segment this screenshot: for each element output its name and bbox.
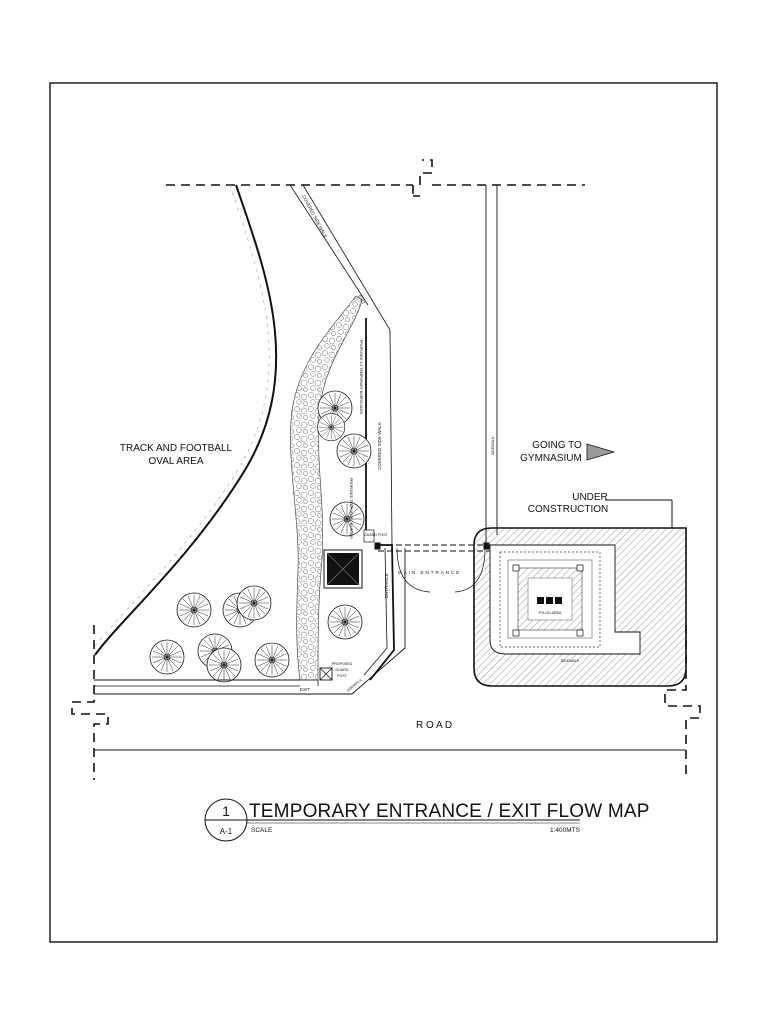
- building-under-construction: [473, 499, 687, 687]
- covered-sidewalk-right-label: COVERED SIDE WALK: [377, 422, 382, 470]
- track-area-label-2: OVAL AREA: [148, 456, 203, 467]
- sidewalk-small-label: SIDEWALK: [346, 677, 363, 692]
- gymnasium-label: GYMNASIUM: [520, 453, 582, 464]
- title-block: 1 A-1 TEMPORARY ENTRANCE / EXIT FLOW MAP…: [204, 798, 650, 842]
- building-sidewalk-label: SIDEWALK: [561, 659, 580, 663]
- tree-symbol: [176, 592, 212, 628]
- scale-value: 1:400MTS: [550, 827, 581, 834]
- track-area-label: TRACK AND FOOTBALL: [120, 443, 233, 454]
- tree-symbol: [236, 585, 272, 621]
- proposed-guard-post-label: PROPOSED: [332, 662, 353, 666]
- right-property-line: [664, 625, 701, 775]
- construction-label: CONSTRUCTION: [528, 504, 609, 515]
- tree-symbol: [329, 501, 365, 537]
- proposed-guard-post-symbol: [319, 667, 333, 681]
- tree-symbol: [336, 433, 372, 469]
- direction-arrow-icon: [586, 443, 616, 461]
- main-entrance-label: MAIN ENTRANCE: [398, 570, 461, 575]
- tree-symbol: [317, 413, 346, 442]
- covered-sidewalk-top-label: COVERED SIDE WALK: [301, 194, 328, 239]
- proposed-guard-post-label-3: POST: [337, 674, 348, 678]
- sheet-border: [49, 82, 718, 943]
- small-guard-post: [363, 529, 375, 543]
- road-label: R O A D: [416, 720, 452, 731]
- tree-symbol: [206, 647, 242, 683]
- entrance-label: ENTRANCE: [384, 573, 389, 598]
- pavilion-structure: [323, 549, 363, 589]
- sidewalk-vertical-label: SIDEWALK: [491, 436, 495, 455]
- tree-symbol: [149, 639, 185, 675]
- covered-sidewalk-diagonal: [289, 184, 391, 331]
- temporary-barrier-label: PROPOSED TEMPORARY BARRIER: [349, 478, 353, 539]
- exit-bottom-label: EXIT: [300, 687, 310, 692]
- guard-post-small-label: GUARD POST: [364, 533, 389, 537]
- under-label: UNDER: [572, 492, 608, 503]
- barricade-label: PROPOSED 1.8 TEMPORARY BARRICADES: [359, 340, 363, 415]
- right-sidewalk: [485, 185, 498, 548]
- drawing-number: 1: [222, 803, 230, 819]
- proposed-guard-post-label-2: GUARD: [336, 668, 349, 672]
- left-property-line: [71, 625, 109, 780]
- going-to-label: GOING TO: [532, 440, 582, 451]
- track-oval-edge-dashed: [91, 184, 270, 651]
- exit-top-label: EXIT: [357, 294, 366, 305]
- scale-label: SCALE: [251, 827, 273, 834]
- sheet-number: A-1: [220, 827, 233, 836]
- tree-symbol: [254, 642, 290, 678]
- pylon-area-label: PYLON AREA: [539, 611, 562, 615]
- drawing-title: TEMPORARY ENTRANCE / EXIT FLOW MAP: [249, 801, 650, 822]
- entrance-compound-wall: [94, 544, 406, 695]
- tree-symbol: [327, 604, 363, 640]
- top-property-line: [166, 159, 585, 197]
- covered-sidewalk-edge: [389, 329, 393, 546]
- track-oval-edge: [94, 184, 278, 656]
